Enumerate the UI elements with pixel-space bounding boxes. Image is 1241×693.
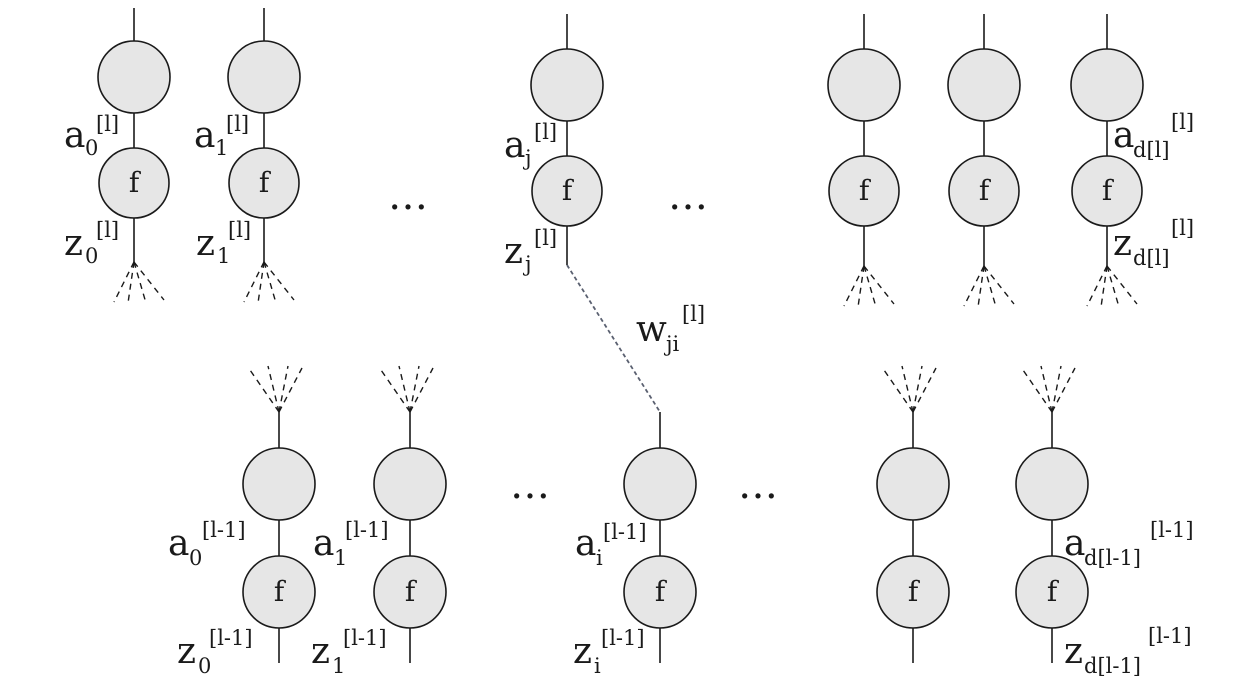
label-base: z bbox=[1113, 223, 1132, 264]
label-sup: [l] bbox=[534, 120, 558, 144]
label-sub: 1 bbox=[334, 546, 348, 570]
label-z1-l: z 1 [l] bbox=[196, 220, 251, 267]
activation-labels: f f f f f f f f f f f bbox=[129, 166, 1115, 608]
label-sub: 0 bbox=[85, 244, 99, 268]
label-base: z bbox=[177, 631, 196, 672]
label-base: a bbox=[194, 115, 216, 156]
label-base: a bbox=[64, 115, 86, 156]
label-sup: [l] bbox=[228, 218, 252, 242]
neuron-l-5 bbox=[947, 14, 1021, 308]
label-base: a bbox=[504, 125, 526, 166]
neuron-l-1 bbox=[227, 8, 301, 304]
f-label: f bbox=[274, 575, 287, 608]
neuron-lm-1 bbox=[373, 365, 447, 663]
label-sub: 1 bbox=[217, 244, 231, 268]
label-sub: 0 bbox=[85, 136, 99, 160]
label-a1-l: a 1 [l] bbox=[194, 114, 249, 159]
label-base: a bbox=[1113, 115, 1135, 156]
label-a0-l: a 0 [l] bbox=[64, 114, 119, 159]
ellipsis-upper-right: … bbox=[668, 173, 710, 219]
f-label: f bbox=[1047, 575, 1060, 608]
label-sub: j bbox=[525, 146, 532, 170]
f-label: f bbox=[259, 166, 272, 199]
label-sub: 0 bbox=[198, 654, 212, 678]
ellipsis-lower-left: … bbox=[510, 462, 552, 508]
label-a0-lm: a 0 [l-1] bbox=[168, 520, 246, 569]
label-sup: [l-1] bbox=[603, 520, 647, 544]
label-sup: [l] bbox=[682, 302, 706, 326]
label-sup: [l-1] bbox=[1150, 518, 1194, 542]
label-sub: ji bbox=[666, 332, 680, 356]
label-base: a bbox=[575, 523, 597, 564]
label-zi-lm: z i [l-1] bbox=[573, 628, 645, 677]
label-sup: [l] bbox=[534, 226, 558, 250]
label-z0-l: z 0 [l] bbox=[64, 220, 119, 267]
neuron-lm-4 bbox=[876, 365, 950, 663]
label-sup: [l-1] bbox=[601, 626, 645, 650]
f-label: f bbox=[129, 166, 142, 199]
neuron-l-j bbox=[530, 14, 604, 265]
label-sup: [l] bbox=[1171, 110, 1195, 134]
label-sub: i bbox=[596, 546, 603, 570]
f-label: f bbox=[1102, 174, 1115, 207]
label-sup: [l-1] bbox=[345, 518, 389, 542]
label-base: z bbox=[311, 631, 330, 672]
label-base: z bbox=[196, 223, 215, 264]
neuron-l-4 bbox=[827, 14, 901, 308]
label-base: z bbox=[573, 631, 592, 672]
label-ai-lm: a i [l-1] bbox=[575, 522, 647, 569]
label-sub: i bbox=[594, 654, 601, 678]
label-base: z bbox=[504, 231, 523, 272]
label-base: w bbox=[636, 309, 667, 350]
label-base: a bbox=[168, 523, 190, 564]
label-sub: d[l-1] bbox=[1084, 546, 1142, 570]
label-zd-l: z d[l] [l] bbox=[1113, 218, 1194, 269]
label-a1-lm: a 1 [l-1] bbox=[313, 520, 389, 569]
label-z0-lm: z 0 [l-1] bbox=[177, 628, 253, 677]
label-sub: 1 bbox=[215, 136, 229, 160]
label-weight-wji: w ji [l] bbox=[636, 304, 705, 355]
label-z1-lm: z 1 [l-1] bbox=[311, 628, 387, 677]
label-sub: d[l] bbox=[1133, 246, 1170, 270]
label-zd-lm: z d[l-1] [l-1] bbox=[1064, 626, 1192, 677]
weight-connection-wji bbox=[566, 264, 661, 413]
label-base: z bbox=[64, 223, 83, 264]
f-label: f bbox=[562, 174, 575, 207]
f-label: f bbox=[859, 174, 872, 207]
label-ad-lm: a d[l-1] [l-1] bbox=[1064, 520, 1194, 569]
f-label: f bbox=[405, 575, 418, 608]
label-sup: [l-1] bbox=[209, 626, 253, 650]
label-sup: [l] bbox=[96, 112, 120, 136]
neuron-lm-0 bbox=[242, 365, 316, 663]
neuron-lm-d bbox=[1015, 365, 1089, 663]
label-sub: 0 bbox=[189, 546, 203, 570]
label-sup: [l] bbox=[1171, 216, 1195, 240]
label-sup: [l-1] bbox=[1148, 624, 1192, 648]
label-sub: j bbox=[525, 252, 532, 276]
label-base: a bbox=[1064, 523, 1086, 564]
f-label: f bbox=[979, 174, 992, 207]
layer-l-minus-1 bbox=[242, 365, 1089, 663]
label-sup: [l] bbox=[96, 218, 120, 242]
ellipsis-upper-left: … bbox=[388, 173, 430, 219]
label-base: a bbox=[313, 523, 335, 564]
label-sup: [l-1] bbox=[343, 626, 387, 650]
label-base: z bbox=[1064, 631, 1083, 672]
f-label: f bbox=[908, 575, 921, 608]
neuron-lm-i bbox=[623, 412, 697, 663]
label-ad-l: a d[l] [l] bbox=[1113, 112, 1194, 161]
layer-l bbox=[97, 8, 1144, 308]
label-sup: [l-1] bbox=[202, 518, 246, 542]
label-sub: d[l] bbox=[1133, 138, 1170, 162]
neuron-l-0 bbox=[97, 8, 171, 304]
ellipsis-lower-right: … bbox=[738, 462, 780, 508]
label-zj-l: z j [l] bbox=[504, 228, 557, 275]
label-sub: d[l-1] bbox=[1084, 654, 1142, 678]
f-label: f bbox=[655, 575, 668, 608]
label-sup: [l] bbox=[226, 112, 250, 136]
label-sub: 1 bbox=[332, 654, 346, 678]
neuron-l-d bbox=[1070, 14, 1144, 308]
label-aj-l: a j [l] bbox=[504, 122, 557, 169]
